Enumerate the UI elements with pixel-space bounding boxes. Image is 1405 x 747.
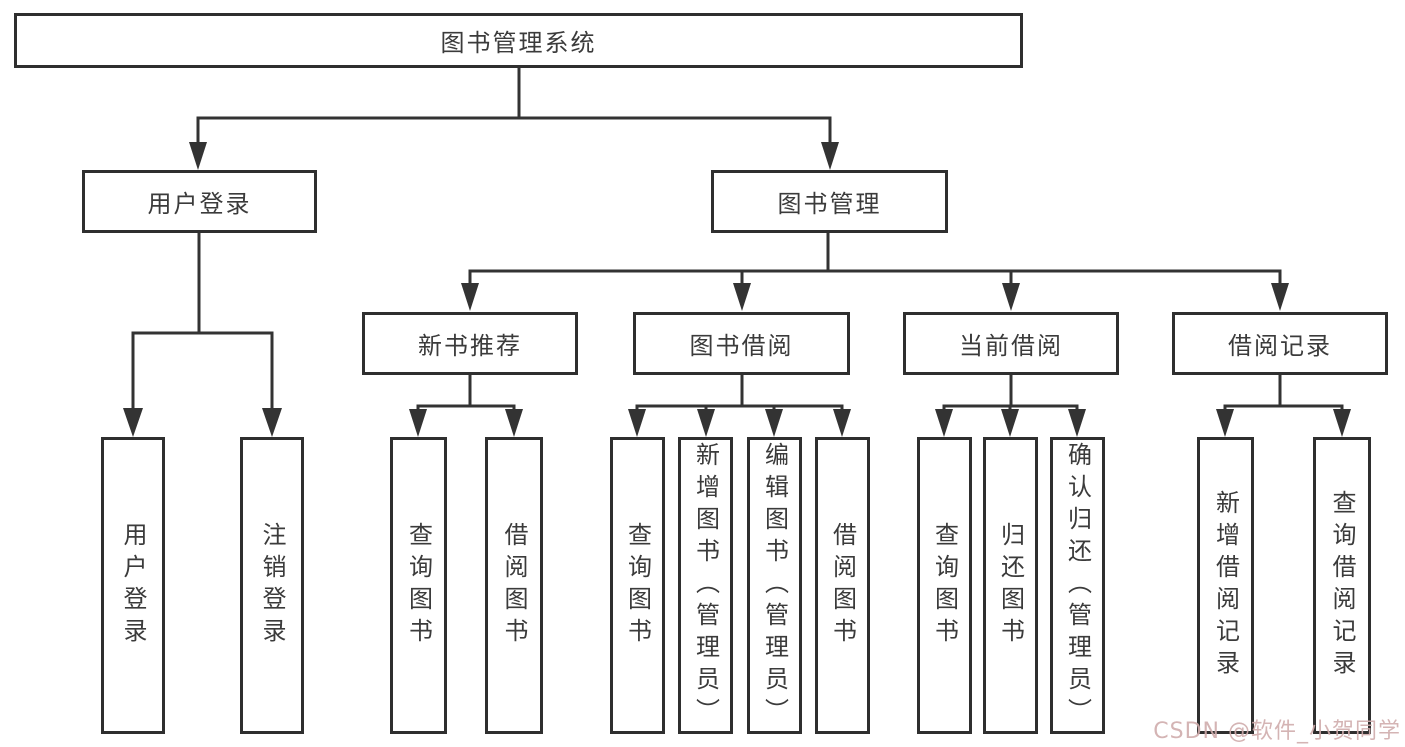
leaf-query-books-recommend: 查询图书 — [390, 437, 447, 734]
leaf-query-borrow-record: 查询借阅记录 — [1313, 437, 1371, 734]
node-book-borrowing: 图书借阅 — [633, 312, 850, 375]
node-library-management-system: 图书管理系统 — [14, 13, 1023, 68]
leaf-return-books: 归还图书 — [983, 437, 1038, 734]
leaf-query-books-current: 查询图书 — [917, 437, 972, 734]
leaf-user-login: 用户登录 — [101, 437, 165, 734]
leaf-add-borrow-record: 新增借阅记录 — [1197, 437, 1254, 734]
node-current-borrowing: 当前借阅 — [903, 312, 1119, 375]
leaf-confirm-return-admin: 确认归还（管理员） — [1050, 437, 1105, 734]
watermark-text: CSDN @软件_小贺同学 — [1153, 719, 1401, 744]
node-new-book-recommendation: 新书推荐 — [362, 312, 578, 375]
leaf-logout: 注销登录 — [240, 437, 304, 734]
leaf-borrow-books-borrowing: 借阅图书 — [815, 437, 870, 734]
leaf-query-books-borrowing: 查询图书 — [610, 437, 665, 734]
leaf-borrow-books-recommend: 借阅图书 — [485, 437, 543, 734]
node-user-login: 用户登录 — [82, 170, 317, 233]
node-book-management: 图书管理 — [711, 170, 948, 233]
node-borrowing-records: 借阅记录 — [1172, 312, 1388, 375]
leaf-edit-books-admin: 编辑图书（管理员） — [747, 437, 802, 734]
leaf-add-books-admin: 新增图书（管理员） — [678, 437, 733, 734]
